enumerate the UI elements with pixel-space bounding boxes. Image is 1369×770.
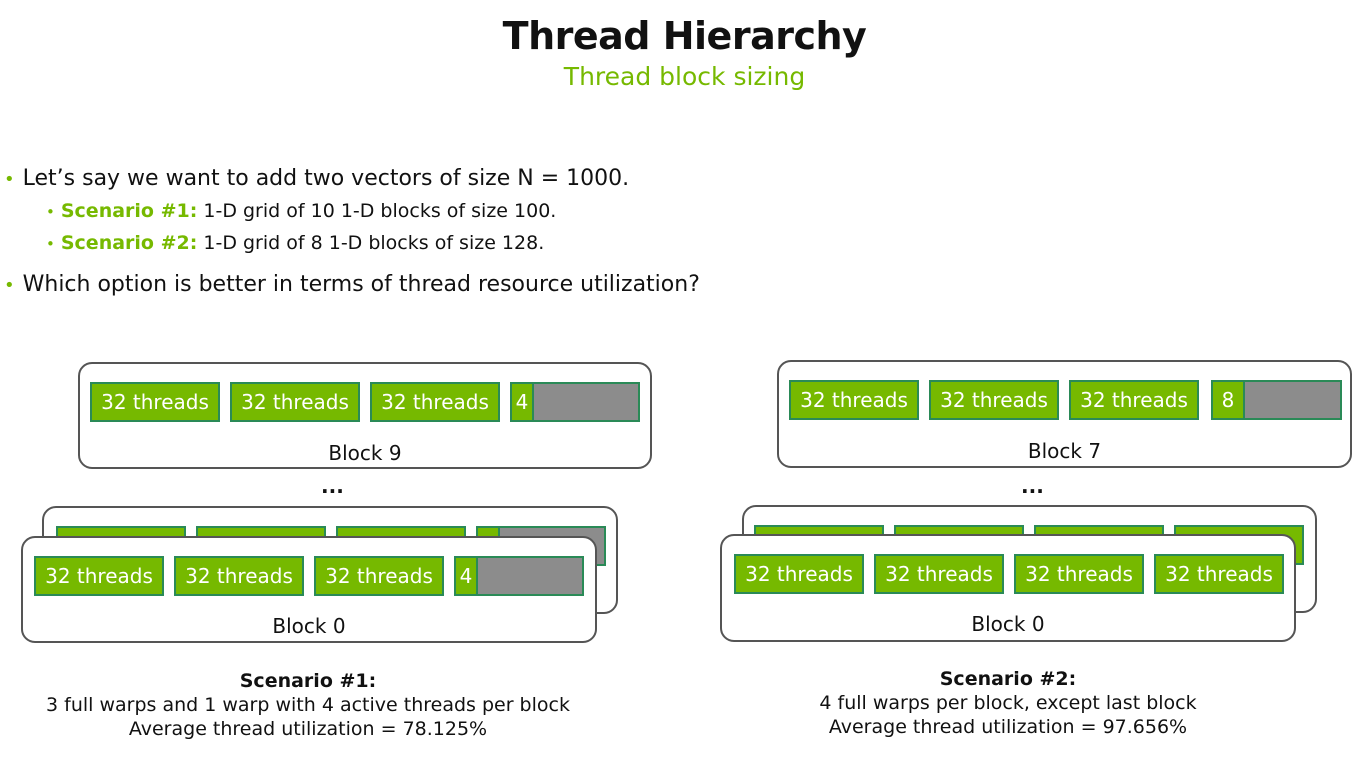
scenario-1-caption: Scenario #1: 3 full warps and 1 warp wit… — [8, 669, 608, 741]
warp-full: 32 threads — [370, 382, 500, 422]
bullet-dot-icon: • — [46, 235, 55, 253]
warp-full: 32 threads — [1154, 554, 1284, 594]
ellipsis: ... — [321, 474, 344, 498]
caption-title: Scenario #1: — [239, 670, 377, 692]
warp-full: 32 threads — [314, 556, 444, 596]
caption-line: Average thread utilization = 78.125% — [128, 718, 488, 740]
warp-partial: 4 — [454, 556, 584, 596]
caption-title: Scenario #2: — [939, 668, 1077, 690]
warp-partial: 4 — [510, 382, 640, 422]
block-label: Block 9 — [328, 441, 402, 465]
block-label: Block 0 — [971, 612, 1045, 636]
caption-line: 3 full warps and 1 warp with 4 active th… — [46, 694, 570, 716]
warp-full: 32 threads — [789, 380, 919, 420]
warp-full: 32 threads — [929, 380, 1059, 420]
warp-partial: 8 — [1211, 380, 1342, 420]
warp-full: 32 threads — [874, 554, 1004, 594]
block-0: 32 threads 32 threads 32 threads 4 Block… — [21, 536, 597, 643]
caption-line: Average thread utilization = 97.656% — [828, 716, 1188, 738]
bullet-dot-icon: • — [4, 169, 15, 190]
warp-full: 32 threads — [230, 382, 360, 422]
block-9: 32 threads 32 threads 32 threads 4 Block… — [78, 362, 652, 469]
bullet-dot-icon: • — [4, 275, 15, 296]
warp-full: 32 threads — [734, 554, 864, 594]
block-0: 32 threads 32 threads 32 threads 32 thre… — [720, 534, 1296, 642]
warp-full: 32 threads — [174, 556, 304, 596]
slide-title: Thread Hierarchy — [502, 14, 867, 58]
bullet-vectors: •Let’s say we want to add two vectors of… — [4, 166, 630, 191]
block-label: Block 7 — [1027, 439, 1102, 463]
bullet-scenario-1: •Scenario #1: 1-D grid of 10 1-D blocks … — [46, 200, 557, 222]
bullet-dot-icon: • — [46, 203, 55, 221]
bullet-question: •Which option is better in terms of thre… — [4, 272, 700, 297]
warp-full: 32 threads — [34, 556, 164, 596]
warp-full: 32 threads — [1069, 380, 1199, 420]
scenario-2-caption: Scenario #2: 4 full warps per block, exc… — [708, 667, 1308, 739]
warp-full: 32 threads — [1014, 554, 1144, 594]
caption-line: 4 full warps per block, except last bloc… — [819, 692, 1197, 714]
bullet-scenario-2: •Scenario #2: 1-D grid of 8 1-D blocks o… — [46, 232, 545, 254]
ellipsis: ... — [1021, 474, 1044, 498]
active-threads: 8 — [1213, 382, 1245, 418]
block-label: Block 0 — [272, 614, 346, 638]
active-threads: 4 — [512, 384, 534, 420]
slide-subtitle: Thread block sizing — [563, 62, 806, 91]
active-threads: 4 — [456, 558, 478, 594]
block-7: 32 threads 32 threads 32 threads 8 Block… — [777, 360, 1352, 468]
warp-full: 32 threads — [90, 382, 220, 422]
